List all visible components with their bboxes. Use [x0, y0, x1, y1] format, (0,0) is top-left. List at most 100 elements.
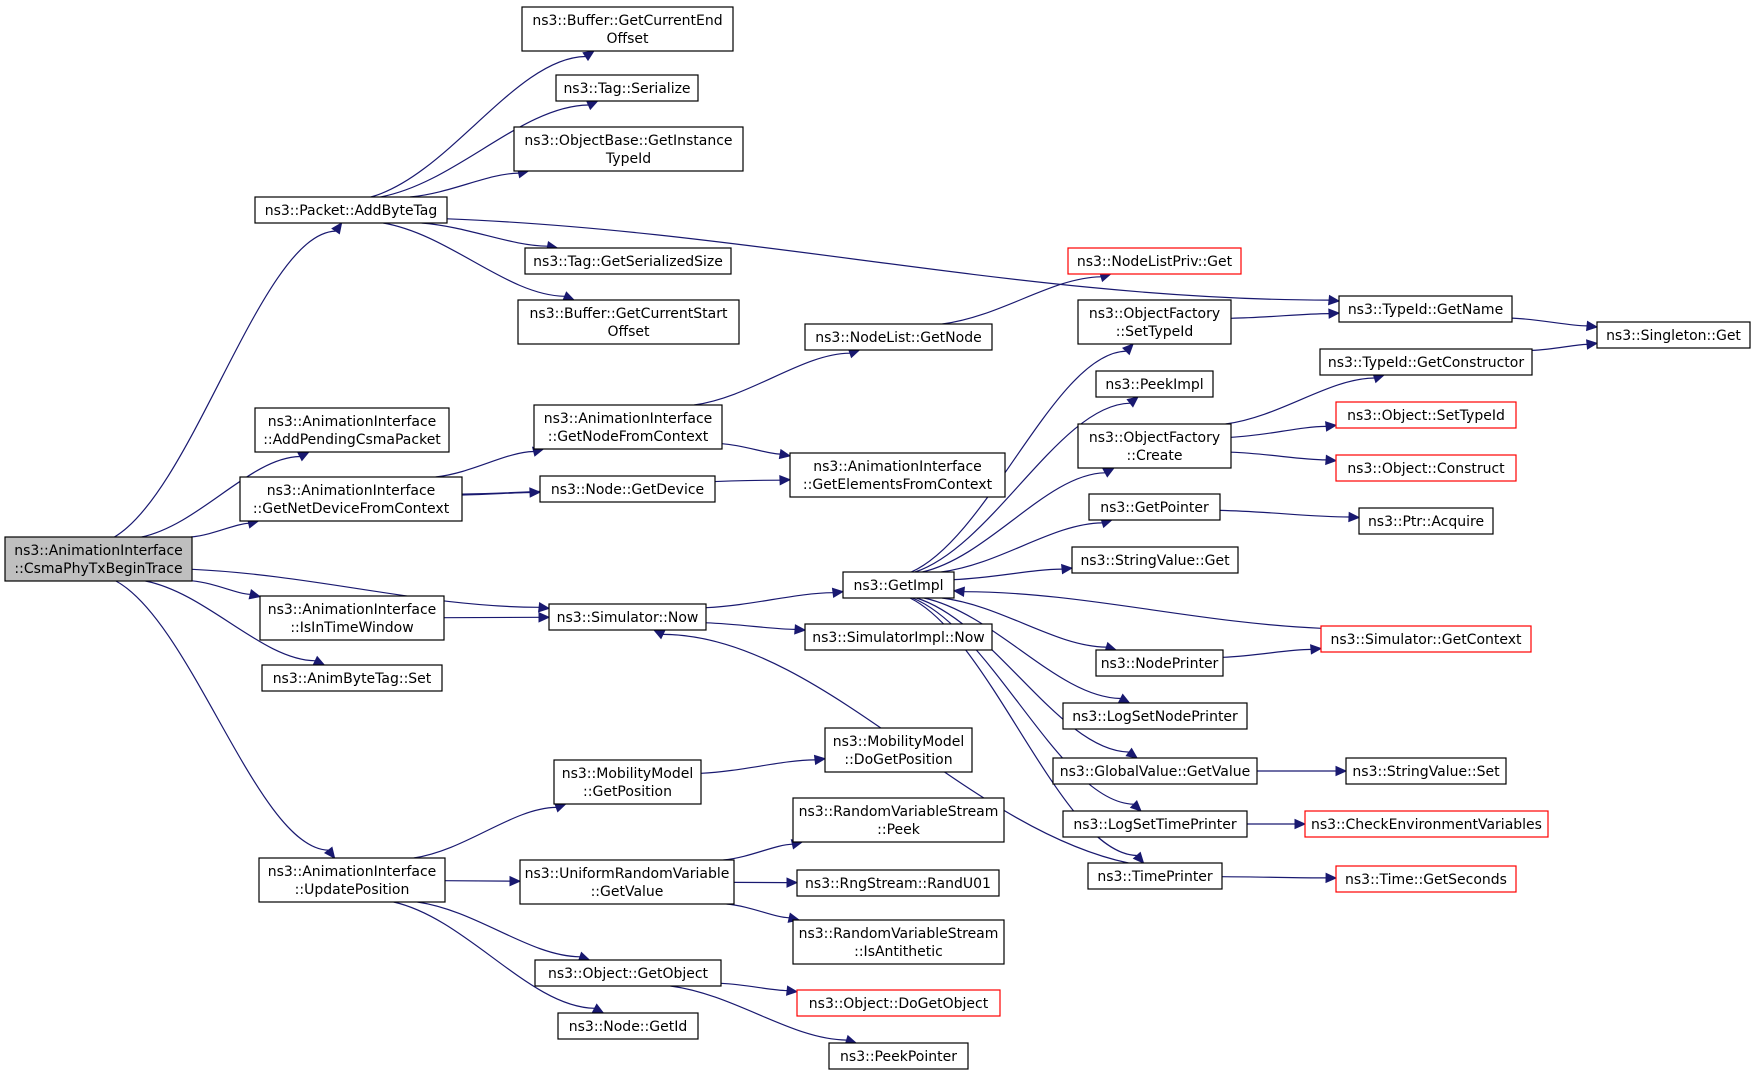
node-add-pending-csma-packet[interactable]: ns3::AnimationInterface::AddPendingCsmaP… [254, 407, 450, 453]
node-type-id-get-constructor[interactable]: ns3::TypeId::GetConstructor [1319, 348, 1533, 376]
node-object-set-type-id[interactable]: ns3::Object::SetTypeId [1335, 401, 1517, 429]
node-object-construct[interactable]: ns3::Object::Construct [1335, 454, 1517, 482]
arrowhead-icon [813, 754, 827, 766]
node-root[interactable]: ns3::AnimationInterface::CsmaPhyTxBeginT… [4, 536, 193, 582]
node-label-line: ns3::Object::DoGetObject [809, 996, 989, 1012]
node-update-position[interactable]: ns3::AnimationInterface::UpdatePosition [258, 857, 446, 903]
node-peek-impl[interactable]: ns3::PeekImpl [1095, 370, 1214, 398]
node-time-get-seconds[interactable]: ns3::Time::GetSeconds [1335, 865, 1517, 893]
node-string-value-get[interactable]: ns3::StringValue::Get [1071, 546, 1239, 574]
node-log-set-time-printer[interactable]: ns3::LogSetTimePrinter [1062, 810, 1248, 838]
node-get-impl[interactable]: ns3::GetImpl [842, 571, 955, 599]
edge-add-byte-tag-to-type-id-get-name [446, 218, 1330, 301]
node-get-net-device-from-context[interactable]: ns3::AnimationInterface::GetNetDeviceFro… [239, 476, 463, 522]
node-label-line: ns3::AnimationInterface [267, 483, 436, 499]
node-box [553, 759, 702, 805]
node-node-list-priv-get[interactable]: ns3::NodeListPriv::Get [1067, 247, 1242, 275]
node-get-pointer[interactable]: ns3::GetPointer [1088, 493, 1221, 521]
arrowhead-icon [529, 487, 542, 498]
node-rvs-is-antithetic[interactable]: ns3::RandomVariableStream::IsAntithetic [792, 919, 1005, 965]
arrowhead-icon [1310, 644, 1323, 655]
node-is-in-time-window[interactable]: ns3::AnimationInterface::IsInTimeWindow [259, 595, 445, 641]
node-label-line: ns3::LogSetNodePrinter [1072, 709, 1238, 725]
node-log-set-node-printer[interactable]: ns3::LogSetNodePrinter [1062, 702, 1248, 730]
edge-get-impl-to-peek-impl [914, 402, 1131, 573]
node-mobility-do-get-position[interactable]: ns3::MobilityModel::DoGetPosition [824, 727, 973, 773]
arrowhead-icon [1335, 765, 1348, 777]
arrowhead-icon [831, 587, 845, 599]
edge-object-get-object-to-peek-pointer [670, 985, 847, 1041]
node-object-do-get-object[interactable]: ns3::Object::DoGetObject [796, 989, 1001, 1017]
node-get-elements-from-context[interactable]: ns3::AnimationInterface::GetElementsFrom… [789, 452, 1006, 498]
node-box [254, 407, 450, 453]
arrowhead-icon [1325, 421, 1338, 432]
node-node-get-id[interactable]: ns3::Node::GetId [557, 1012, 699, 1040]
node-label-line: ns3::GetPointer [1100, 500, 1209, 516]
node-rvs-peek[interactable]: ns3::RandomVariableStream::Peek [792, 797, 1005, 843]
node-singleton-get[interactable]: ns3::Singleton::Get [1596, 321, 1751, 349]
node-box [828, 1042, 969, 1070]
arrowhead-icon [1325, 454, 1338, 466]
node-label-line: ns3::GlobalValue::GetValue [1060, 764, 1250, 780]
node-global-value-get-value[interactable]: ns3::GlobalValue::GetValue [1052, 757, 1258, 785]
node-box [259, 595, 445, 641]
node-get-node-from-context[interactable]: ns3::AnimationInterface::GetNodeFromCont… [533, 404, 723, 450]
node-box [239, 476, 463, 522]
node-node-printer[interactable]: ns3::NodePrinter [1095, 649, 1224, 677]
edge-get-impl-to-get-pointer [941, 522, 1103, 573]
node-node-get-device[interactable]: ns3::Node::GetDevice [539, 475, 716, 503]
node-label-line: ns3::RandomVariableStream [799, 926, 999, 942]
node-simulator-now[interactable]: ns3::Simulator::Now [548, 603, 707, 631]
node-label-line: ::IsInTimeWindow [290, 620, 413, 636]
node-uniform-get-value[interactable]: ns3::UniformRandomVariable::GetValue [519, 859, 735, 905]
node-label-line: ns3::GetImpl [853, 578, 943, 594]
node-label-line: ns3::PeekPointer [840, 1049, 957, 1065]
edge-object-factory-set-type-id-to-type-id-get-name [1230, 313, 1330, 319]
node-mobility-get-position[interactable]: ns3::MobilityModel::GetPosition [553, 759, 702, 805]
node-label-line: ns3::Ptr::Acquire [1368, 514, 1484, 530]
node-ptr-acquire[interactable]: ns3::Ptr::Acquire [1358, 507, 1494, 535]
node-simulator-impl-now[interactable]: ns3::SimulatorImpl::Now [804, 623, 993, 651]
arrowhead-icon [1132, 851, 1145, 864]
node-check-environment-variables[interactable]: ns3::CheckEnvironmentVariables [1304, 810, 1549, 838]
node-add-byte-tag[interactable]: ns3::Packet::AddByteTag [254, 196, 448, 224]
node-rng-rand-u01[interactable]: ns3::RngStream::RandU01 [796, 869, 1000, 897]
node-label-line: ::CsmaPhyTxBeginTrace [14, 561, 182, 577]
node-object-get-object[interactable]: ns3::Object::GetObject [534, 959, 722, 987]
arrowhead-icon [1061, 563, 1074, 575]
arrowhead-icon [1294, 818, 1307, 830]
arrowhead-icon [1328, 294, 1341, 306]
node-label-line: ns3::SimulatorImpl::Now [812, 630, 985, 646]
node-peek-pointer[interactable]: ns3::PeekPointer [828, 1042, 969, 1070]
node-tag-serialize[interactable]: ns3::Tag::Serialize [555, 74, 699, 102]
node-anim-byte-tag-set[interactable]: ns3::AnimByteTag::Set [261, 664, 443, 692]
arrowhead-icon [323, 846, 336, 859]
node-label-line: ns3::Buffer::GetCurrentStart [530, 306, 728, 322]
edge-root-to-get-net-device-from-context [191, 522, 249, 538]
node-box [513, 126, 744, 172]
node-time-printer[interactable]: ns3::TimePrinter [1087, 862, 1223, 890]
edge-simulator-get-context-to-get-impl [963, 591, 1322, 629]
node-label-line: ns3::Tag::GetSerializedSize [533, 254, 723, 270]
node-label-line: ::GetNetDeviceFromContext [253, 501, 450, 517]
node-label-line: ns3::LogSetTimePrinter [1073, 817, 1237, 833]
node-label-line: Offset [606, 31, 649, 47]
arrowhead-icon [585, 100, 599, 111]
node-object-factory-create[interactable]: ns3::ObjectFactory::Create [1077, 423, 1232, 469]
node-box [1335, 401, 1517, 429]
edge-root-to-add-byte-tag [114, 230, 336, 538]
node-simulator-get-context[interactable]: ns3::Simulator::GetContext [1320, 625, 1532, 653]
edge-get-impl-to-log-set-time-printer [912, 597, 1134, 805]
node-string-value-set[interactable]: ns3::StringValue::Set [1345, 757, 1507, 785]
node-object-factory-set-type-id[interactable]: ns3::ObjectFactory::SetTypeId [1077, 299, 1232, 345]
node-node-list-get-node[interactable]: ns3::NodeList::GetNode [804, 323, 993, 351]
node-label-line: ::GetElementsFromContext [803, 477, 993, 493]
edge-get-impl-to-object-factory-create [922, 472, 1106, 573]
node-label-line: ns3::StringValue::Get [1080, 553, 1230, 569]
node-tag-get-serialized-size[interactable]: ns3::Tag::GetSerializedSize [524, 247, 732, 275]
arrowhead-icon [1122, 343, 1134, 356]
node-type-id-get-name[interactable]: ns3::TypeId::GetName [1338, 295, 1513, 323]
